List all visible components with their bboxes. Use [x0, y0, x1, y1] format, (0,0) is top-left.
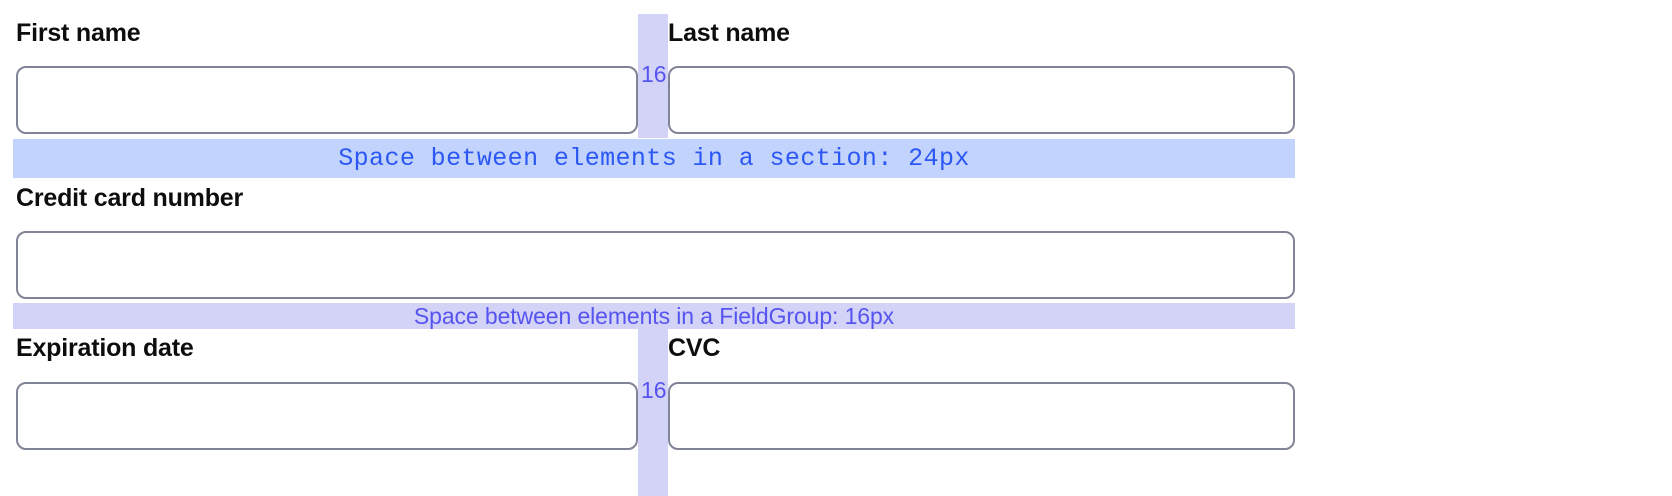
- cvc-input-wrap: [668, 382, 1295, 450]
- cvc-field-group: CVC: [668, 333, 1295, 363]
- expiration-date-field-group: Expiration date: [16, 333, 638, 363]
- first-name-label: First name: [16, 19, 141, 47]
- expiry-row-gap-band: [638, 329, 668, 496]
- expiry-row-gap-label: 16: [641, 377, 667, 403]
- expiration-date-input[interactable]: [16, 382, 638, 450]
- first-name-field-group: First name: [16, 18, 638, 48]
- credit-card-number-input[interactable]: [16, 231, 1295, 299]
- last-name-field-group: Last name: [668, 18, 1295, 48]
- fieldgroup-gap-annotation-text: Space between elements in a FieldGroup: …: [413, 302, 895, 329]
- first-name-input-wrap: [16, 66, 638, 134]
- cvc-label: CVC: [668, 334, 721, 362]
- name-row-gap-band: [638, 14, 668, 138]
- fieldgroup-gap-annotation-band: Space between elements in a FieldGroup: …: [13, 303, 1295, 329]
- last-name-input[interactable]: [668, 66, 1295, 134]
- name-row-gap-label: 16: [641, 61, 667, 87]
- last-name-label: Last name: [668, 19, 790, 47]
- expiration-date-input-wrap: [16, 382, 638, 450]
- first-name-input[interactable]: [16, 66, 638, 134]
- section-gap-annotation-text: Space between elements in a section: 24p…: [338, 144, 970, 173]
- cvc-input[interactable]: [668, 382, 1295, 450]
- credit-card-number-label: Credit card number: [16, 184, 244, 212]
- credit-card-input-wrap: [16, 231, 1295, 299]
- section-gap-annotation-band: Space between elements in a section: 24p…: [13, 139, 1295, 178]
- expiration-date-label: Expiration date: [16, 334, 194, 362]
- credit-card-field-group: Credit card number: [16, 183, 1295, 213]
- last-name-input-wrap: [668, 66, 1295, 134]
